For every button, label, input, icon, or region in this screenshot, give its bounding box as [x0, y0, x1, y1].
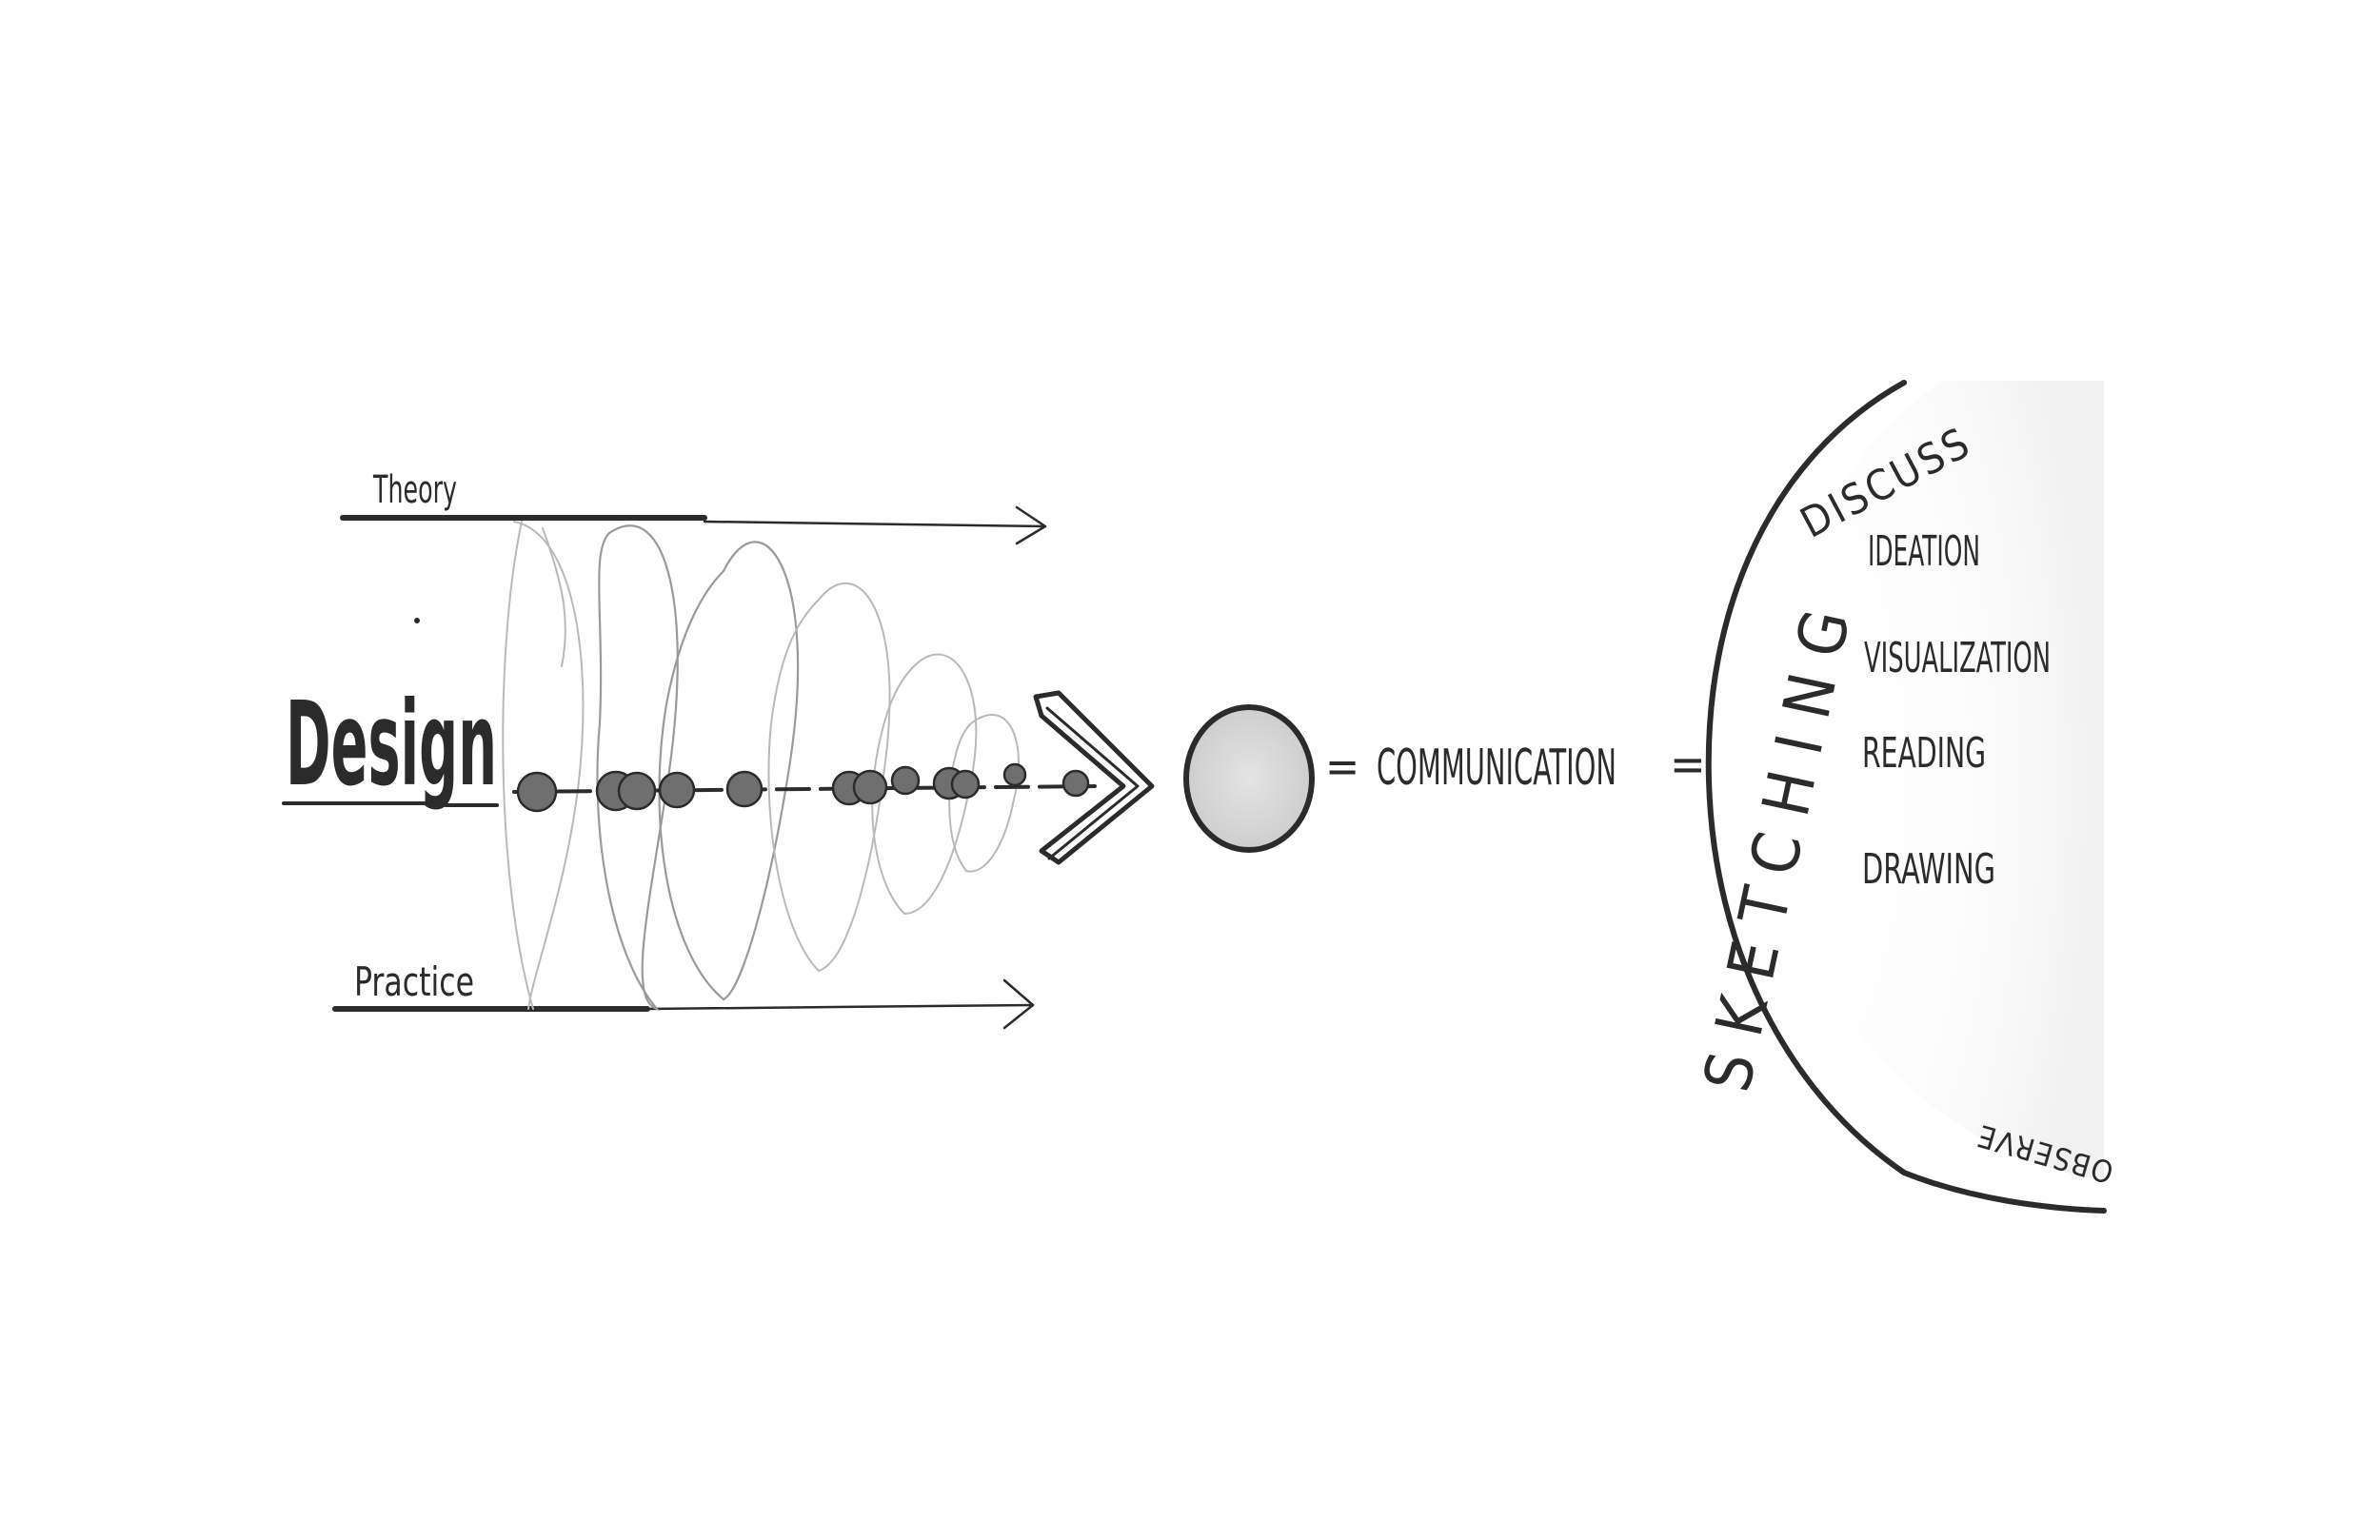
sketching-arc — [1705, 380, 2107, 1214]
sketching-semicircle — [1705, 380, 2107, 1214]
pencil-loops — [502, 521, 1020, 1012]
theory-rail: Theory — [340, 468, 1047, 545]
communication-node — [1183, 704, 1315, 853]
sketching-item-reading: READING — [1862, 729, 1986, 778]
sketching-item-ideation: IDEATION — [1868, 527, 1980, 576]
design-process-line — [512, 762, 1097, 813]
process-beads — [516, 762, 1090, 813]
theory-label: Theory — [372, 468, 457, 512]
sketching-items: IDEATION VISUALIZATION READING DRAWING — [1862, 527, 2051, 894]
design-arrowhead — [1033, 690, 1155, 865]
theory-arrowhead — [1015, 505, 1047, 545]
equals-sign-1: = — [1325, 740, 1359, 794]
sketching-item-drawing: DRAWING — [1862, 845, 1995, 894]
equals-sign-2: = — [1670, 737, 1706, 792]
communication-label: Communication — [1377, 740, 1616, 797]
practice-arrowhead — [1002, 978, 1035, 1030]
design-title: Design — [286, 677, 497, 812]
sketching-item-visualization: VISUALIZATION — [1864, 634, 2051, 682]
practice-rail: Practice — [332, 958, 1035, 1030]
practice-label: Practice — [354, 958, 474, 1005]
